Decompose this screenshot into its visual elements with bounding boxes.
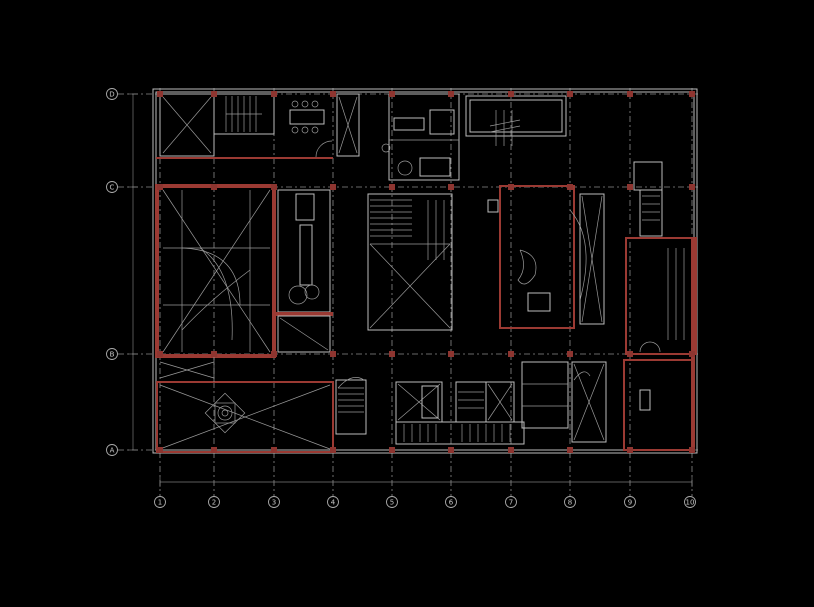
axis-bubble-col-4: 4 (327, 496, 339, 508)
structural-column (508, 91, 514, 97)
axis-label-row-a: A (110, 447, 115, 455)
structural-column (627, 184, 633, 190)
axis-label-col-4: 4 (331, 499, 336, 507)
bottom-right-rooms (521, 361, 607, 443)
structural-column (567, 184, 573, 190)
axis-label-col-9: 9 (628, 499, 632, 507)
elevator-lobby (395, 381, 525, 445)
axis-label-col-3: 3 (272, 499, 276, 507)
axis-label-col-1: 1 (158, 499, 162, 507)
structural-column (330, 91, 336, 97)
axis-bubble-col-9: 9 (624, 496, 636, 508)
axis-bubble-col-1: 1 (154, 496, 166, 508)
axis-bubble-col-10: 10 (684, 496, 696, 508)
structural-column (211, 91, 217, 97)
hall-left-middle (155, 184, 276, 358)
structural-column (627, 91, 633, 97)
meeting-table (289, 100, 325, 134)
axis-bubble-col-3: 3 (268, 496, 280, 508)
axis-bubble-col-2: 2 (208, 496, 220, 508)
structural-column (330, 351, 336, 357)
axis-grid-lines (118, 88, 700, 496)
bottom-left-hall (156, 356, 367, 453)
dimension-lines (128, 93, 693, 487)
axis-label-row-d: D (109, 91, 114, 99)
structural-column (271, 184, 277, 190)
structural-column (271, 91, 277, 97)
structural-column (271, 447, 277, 453)
structural-column (627, 351, 633, 357)
axis-bubble-col-7: 7 (505, 496, 517, 508)
axis-bubble-row-b: B (106, 348, 118, 360)
structural-column (389, 447, 395, 453)
axis-label-col-6: 6 (449, 499, 454, 507)
structural-column (448, 351, 454, 357)
axis-label-row-b: B (110, 351, 115, 359)
structural-column (211, 351, 217, 357)
structural-column (627, 447, 633, 453)
structural-column (330, 184, 336, 190)
structural-column (389, 351, 395, 357)
structural-column (567, 351, 573, 357)
structural-column (689, 91, 695, 97)
axis-label-col-7: 7 (509, 499, 513, 507)
stair-core-right (623, 161, 697, 453)
axis-label-col-8: 8 (568, 499, 572, 507)
structural-column (448, 91, 454, 97)
axis-label-row-c: C (110, 184, 115, 192)
structural-column (211, 184, 217, 190)
structural-column (330, 447, 336, 453)
structural-column (271, 351, 277, 357)
atrium-with-stair (367, 193, 453, 331)
decorative-floor-medallion (204, 392, 246, 434)
structural-column (389, 91, 395, 97)
restroom-block (381, 93, 460, 181)
exterior-walls (152, 88, 698, 454)
axis-bubble-col-8: 8 (564, 496, 576, 508)
structural-column (157, 91, 163, 97)
stair-top-left (225, 96, 262, 132)
structural-column (689, 184, 695, 190)
structural-column (689, 351, 695, 357)
axis-bubble-row-d: D (106, 88, 118, 100)
row-axis-bubbles: D C B A (106, 88, 118, 456)
structural-column (508, 184, 514, 190)
axis-label-col-2: 2 (212, 499, 216, 507)
structural-column (448, 184, 454, 190)
structural-column (157, 351, 163, 357)
axis-bubble-row-a: A (106, 444, 118, 456)
structural-column (157, 447, 163, 453)
room-top-right (465, 95, 567, 146)
structural-column (689, 447, 695, 453)
room-top-left (156, 93, 360, 159)
column-axis-bubbles: 1 2 3 4 5 6 7 8 (154, 496, 696, 508)
structural-column (508, 351, 514, 357)
axis-bubble-col-6: 6 (445, 496, 457, 508)
axis-label-col-5: 5 (390, 499, 394, 507)
axis-label-col-10: 10 (686, 499, 695, 507)
structural-column (211, 447, 217, 453)
structural-column (508, 447, 514, 453)
service-room (274, 189, 333, 353)
stair-bottom-left (335, 377, 367, 435)
structural-column (567, 91, 573, 97)
structural-column (389, 184, 395, 190)
structural-column (448, 447, 454, 453)
axis-bubble-col-5: 5 (386, 496, 398, 508)
structural-columns (157, 91, 695, 453)
structural-column (567, 447, 573, 453)
structural-column (157, 184, 163, 190)
lounge-room (487, 185, 605, 329)
axis-bubble-row-c: C (106, 181, 118, 193)
